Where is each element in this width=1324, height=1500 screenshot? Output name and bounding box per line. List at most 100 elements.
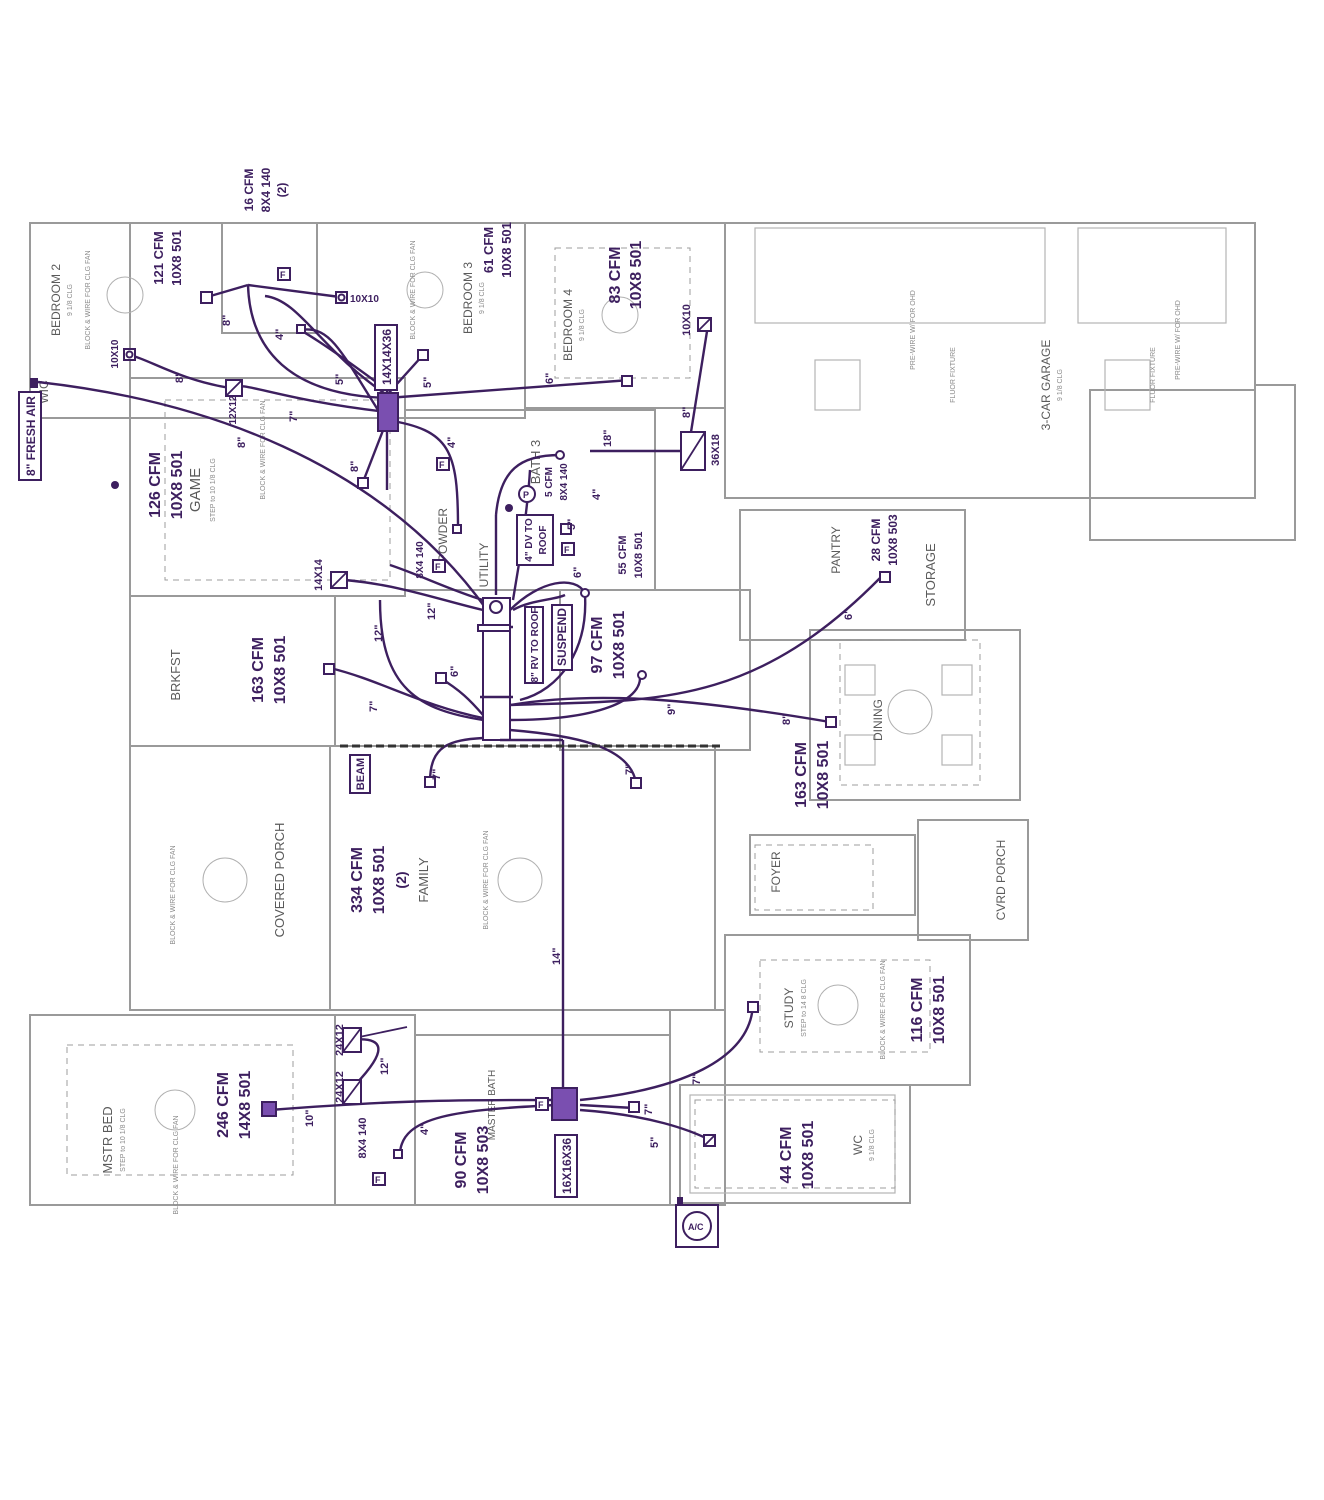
room-garage: 3-CAR GARAGE: [1039, 340, 1053, 431]
bed4-cfm: 83 CFM: [607, 247, 624, 304]
dv-to-roof-label-1: 4" DV TO: [524, 518, 535, 562]
register-study: [747, 1001, 759, 1013]
duct-size-label: 6": [449, 666, 461, 677]
duct-size-label: 9": [666, 704, 678, 715]
duct-size-label: 5": [422, 377, 434, 388]
fan-note-porch: BLOCK & WIRE FOR CLG FAN: [170, 845, 177, 944]
bath3-cfm: 5 CFM: [544, 467, 555, 497]
room-family: FAMILY: [416, 857, 431, 903]
duct-size-label: 5": [334, 374, 346, 385]
ceiling-outlines: [66, 247, 1151, 1189]
fixture-note-2: FLUOR FIXTURE: [1150, 347, 1157, 403]
powder-size: 8X4 140: [415, 541, 426, 579]
return-14x14-label: 14X14: [313, 558, 325, 591]
register-brkfst: [323, 663, 335, 675]
register-family-b: [630, 777, 642, 789]
plenum-lower: [551, 1087, 578, 1121]
exhaust-fans: F F F F F F P: [277, 267, 575, 1186]
duct-size-label: 4": [591, 489, 603, 500]
room-storage: STORAGE: [923, 543, 938, 607]
fan-note-bed3: BLOCK & WIRE FOR CLG FAN: [410, 240, 417, 339]
duct-size-label: 8": [236, 437, 248, 448]
duct-size-label: 6": [572, 567, 584, 578]
hvac-labels: 8" FRESH AIR BEAM SUSPEND 8" RV TO ROOF …: [18, 294, 722, 1198]
return-12x12-label: 12X12: [228, 395, 239, 424]
family-qty: (2): [393, 871, 409, 888]
dv-to-roof-label-2: ROOF: [538, 526, 549, 555]
register-family-a: [424, 776, 436, 788]
room-pantry: PANTRY: [829, 526, 843, 574]
fan-box-label: F: [435, 562, 441, 572]
return-24x12-b-label: 24X12: [334, 1071, 346, 1103]
grille-10x10-bath-label: 10X10: [350, 294, 379, 305]
fixture-note-1: FLUOR FIXTURE: [950, 347, 957, 403]
plenum-lower-label: 16X16X36: [560, 1138, 574, 1194]
ac-unit: A/C: [675, 1197, 719, 1248]
register-kitchen: [435, 672, 447, 684]
fan-box-label: F: [375, 1175, 381, 1185]
room-cvrd-porch: CVRD PORCH: [994, 840, 1008, 921]
room-game: GAME: [187, 468, 204, 512]
fresh-air-label: 8" FRESH AIR: [24, 396, 38, 476]
room-bedroom2-ceiling: 9 1/8 CLG: [67, 284, 74, 316]
game-cfm: 126 CFM: [147, 452, 164, 518]
storage-size: 10X8 503: [886, 514, 900, 566]
plenum-upper-label: 14X14X36: [380, 329, 394, 385]
bed2-cfm: 121 CFM: [151, 231, 166, 284]
walls: [29, 222, 1296, 1206]
room-game-ceiling: STEP to 10 1/8 CLG: [210, 458, 217, 522]
room-bedroom3-ceiling: 9 1/8 CLG: [479, 282, 486, 314]
bed2-size: 10X8 501: [169, 230, 184, 286]
mbath-size: 10X8 503: [475, 1126, 492, 1195]
duct-size-label: 12": [426, 603, 438, 620]
duct-size-callouts: 8" 8" 8" 8" 8" 8" 4" 4" 4" 4" 5" 5" 5" 5…: [174, 315, 855, 1148]
room-wc-ceiling: 9 1/8 CLG: [869, 1129, 876, 1161]
mbath-cfm: 90 CFM: [453, 1132, 470, 1189]
fan-box-label: F: [439, 460, 445, 470]
duct-size-label: 7": [643, 1104, 655, 1115]
room-bedroom4: BEDROOM 4: [561, 289, 575, 361]
register-bed2: [200, 291, 213, 304]
kitchen-size: 10X8 501: [611, 611, 628, 680]
fan-box-label: F: [564, 545, 570, 555]
ductwork: [37, 283, 881, 1156]
util-size: 10X8 501: [633, 531, 645, 578]
duct-size-label: 18": [602, 430, 614, 447]
room-brkfst: BRKFST: [168, 649, 183, 700]
room-bedroom2: BEDROOM 2: [49, 264, 63, 336]
register-bed4: [621, 375, 633, 387]
register-powder: [452, 524, 462, 534]
bed3-cfm: 61 CFM: [481, 227, 496, 273]
duct-size-label: 10": [304, 1110, 316, 1127]
room-powder: POWDER: [436, 508, 450, 562]
fan-box-label: F: [280, 270, 286, 280]
thermostat: [111, 481, 119, 489]
bath-top-qty: (2): [275, 183, 289, 198]
rv-to-roof-label: 8" RV TO ROOF: [530, 608, 541, 683]
plenums: [30, 291, 891, 1159]
duct-size-label: 6": [843, 609, 855, 620]
room-wc: WC: [851, 1135, 865, 1155]
room-bath3: BATH 3: [528, 440, 543, 485]
duct-size-label: 12": [379, 1058, 391, 1075]
opener-note-1: PRE-WIRE W/ FOR OHD: [910, 290, 917, 370]
study-size: 10X8 501: [931, 976, 948, 1045]
duct-size-label: 7": [288, 411, 300, 422]
register-bed3: [417, 349, 429, 361]
room-garage-ceiling: 9 1/8 CLG: [1057, 369, 1064, 401]
room-study-ceiling: STEP to 14 8 CLG: [801, 979, 808, 1037]
duct-size-label: 7": [368, 701, 380, 712]
duct-size-label: 8": [349, 461, 361, 472]
fan-note-bed2: BLOCK & WIRE FOR CLG FAN: [85, 250, 92, 349]
room-bedroom4-ceiling: 9 1/8 CLG: [579, 309, 586, 341]
room-bedroom3: BEDROOM 3: [461, 262, 475, 334]
register-util: [560, 523, 572, 535]
duct-size-label: 7": [624, 764, 636, 775]
fan-note-game: BLOCK & WIRE FOR CLG FAN: [260, 400, 267, 499]
bath3-size: 8X4 140: [559, 463, 570, 501]
util-cfm: 55 CFM: [617, 535, 629, 574]
room-covered-porch: COVERED PORCH: [272, 823, 287, 938]
register-wc: [628, 1101, 640, 1113]
brkfst-size: 10X8 501: [272, 636, 289, 705]
